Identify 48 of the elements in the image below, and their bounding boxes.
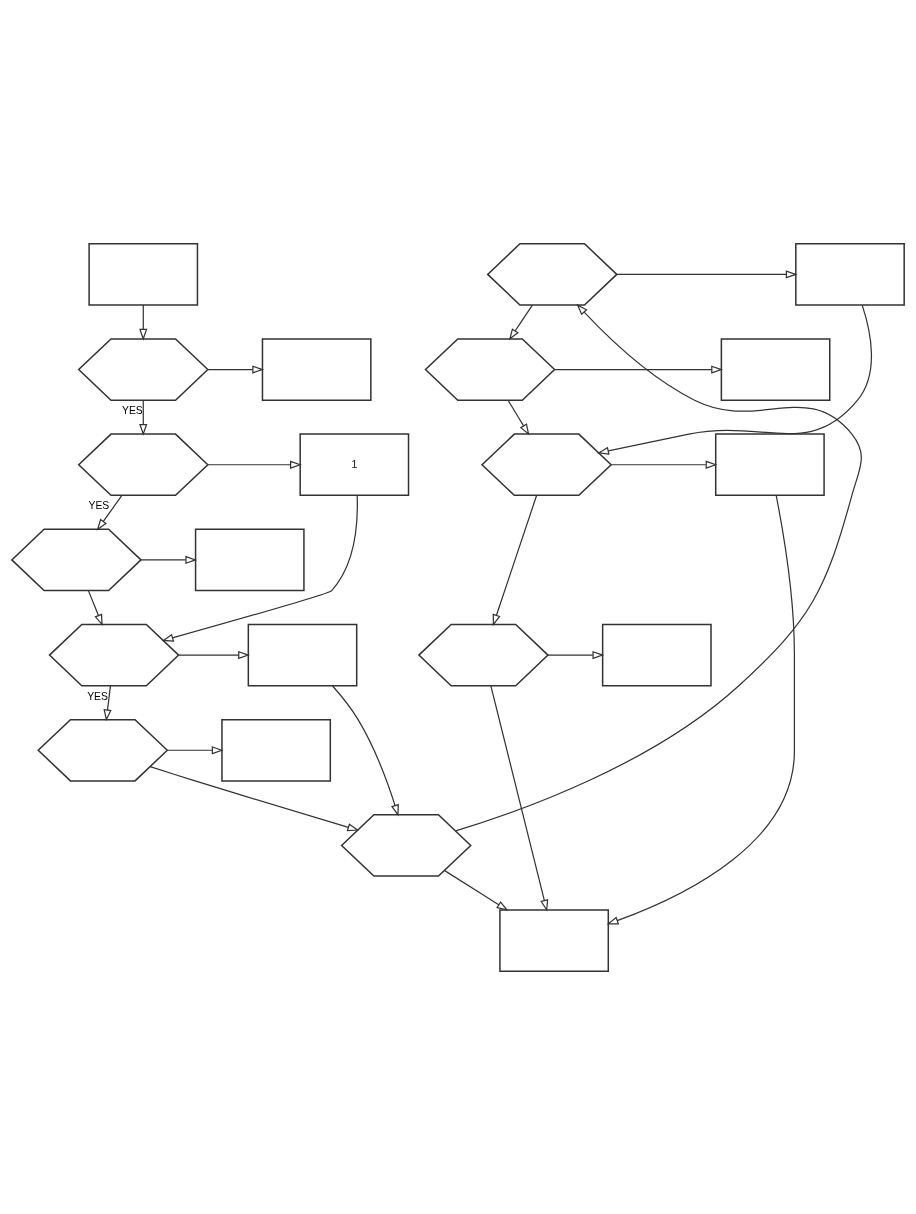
node-box [261,337,372,401]
node-box [247,623,358,686]
arrow [444,869,509,911]
arrow [103,684,112,721]
arrow [507,399,530,436]
node-box [88,242,199,306]
arrow [492,494,538,626]
edge-label: YES [87,690,108,702]
node-hexagon [10,528,142,591]
arrow [140,555,198,564]
arrow [87,589,103,626]
node-hexagon [340,813,472,877]
node-box [720,337,831,401]
arrow [597,303,873,455]
node-box [221,718,332,782]
arrow [207,364,265,374]
arrow [149,765,360,831]
node-box [601,623,712,686]
node-hexagon [37,718,169,782]
edge-label: YES [88,499,110,511]
arrow [547,650,605,659]
node-hexagon [77,337,209,401]
arrow [161,494,358,642]
node-hexagon [486,242,618,306]
arrow [96,494,123,531]
arrow [490,684,549,912]
node-hexagon [48,623,180,686]
node-box: 1 [299,432,410,496]
arrow [139,399,148,436]
arrow [508,304,533,340]
arrow [331,684,399,816]
node-box [714,432,825,496]
node-box [499,908,610,972]
node-hexagon [417,623,550,686]
arrow [139,304,148,341]
node-box [194,528,305,591]
arrow [610,460,718,469]
arrow [554,364,724,374]
edge-label: YES [122,404,143,416]
arrow [606,494,795,924]
node-hexagon [77,432,209,496]
arrow [178,650,251,659]
node-hexagon [424,337,556,401]
arrow [166,745,224,754]
arrow [455,303,862,832]
arrow [616,269,798,279]
arrow [207,460,302,469]
node-box [795,242,905,306]
